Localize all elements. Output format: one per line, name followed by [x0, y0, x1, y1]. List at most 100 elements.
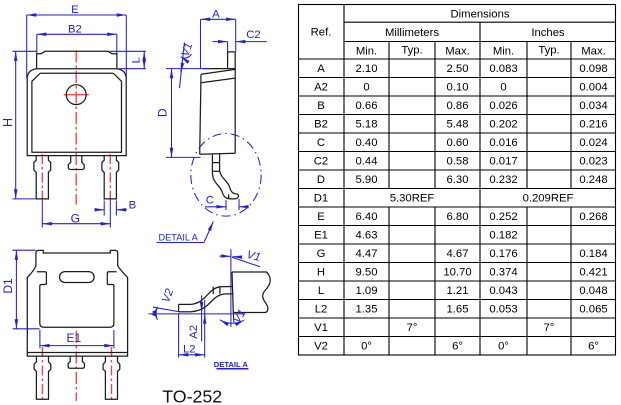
svg-text:0: 0	[363, 82, 369, 94]
svg-text:6°: 6°	[452, 341, 463, 353]
svg-text:D1: D1	[314, 193, 328, 205]
svg-text:0.209REF: 0.209REF	[523, 193, 574, 205]
svg-text:0.374: 0.374	[489, 267, 517, 279]
svg-text:6.80: 6.80	[447, 211, 469, 223]
svg-text:5.48: 5.48	[447, 119, 469, 131]
svg-text:E1: E1	[314, 230, 328, 242]
svg-text:5.90: 5.90	[356, 174, 378, 186]
svg-text:E1: E1	[66, 331, 81, 345]
svg-text:B: B	[317, 100, 325, 112]
svg-text:0.004: 0.004	[579, 82, 607, 94]
svg-text:V1: V1	[314, 322, 328, 334]
svg-text:A2: A2	[314, 82, 328, 94]
svg-text:10.70: 10.70	[443, 267, 471, 279]
svg-text:Inches: Inches	[531, 27, 565, 39]
svg-text:L2: L2	[183, 344, 196, 356]
svg-text:L: L	[131, 57, 143, 63]
svg-text:1.35: 1.35	[356, 304, 378, 316]
svg-text:A2: A2	[188, 325, 200, 339]
svg-text:V1: V1	[179, 41, 195, 58]
svg-text:0.182: 0.182	[489, 230, 517, 242]
svg-text:E: E	[317, 211, 325, 223]
svg-text:0.034: 0.034	[579, 100, 607, 112]
svg-text:0.232: 0.232	[489, 174, 517, 186]
svg-text:V1: V1	[245, 249, 261, 264]
svg-text:D: D	[156, 108, 170, 117]
svg-text:0.016: 0.016	[489, 137, 517, 149]
svg-text:0.023: 0.023	[579, 156, 607, 168]
svg-text:Max.: Max.	[581, 45, 605, 57]
svg-text:2.50: 2.50	[447, 63, 469, 75]
svg-text:0.065: 0.065	[579, 304, 607, 316]
svg-text:0.043: 0.043	[489, 285, 517, 297]
svg-text:G: G	[317, 248, 326, 260]
svg-text:DETAIL A: DETAIL A	[214, 360, 249, 369]
svg-text:7°: 7°	[407, 322, 418, 334]
svg-text:5.30REF: 5.30REF	[390, 193, 435, 205]
svg-text:0.024: 0.024	[579, 137, 607, 149]
svg-text:0.268: 0.268	[579, 211, 607, 223]
svg-text:6°: 6°	[588, 341, 599, 353]
svg-text:TO-252: TO-252	[162, 387, 222, 405]
svg-text:C2: C2	[314, 156, 328, 168]
svg-text:0.10: 0.10	[447, 82, 469, 94]
svg-text:0.083: 0.083	[489, 63, 517, 75]
svg-text:0.048: 0.048	[579, 285, 607, 297]
svg-text:Ref.: Ref.	[311, 27, 332, 39]
svg-text:1.21: 1.21	[447, 285, 469, 297]
svg-text:0.202: 0.202	[489, 119, 517, 131]
svg-text:1.09: 1.09	[356, 285, 378, 297]
svg-text:V2: V2	[314, 341, 328, 353]
svg-text:0.66: 0.66	[356, 100, 378, 112]
svg-text:6.40: 6.40	[356, 211, 378, 223]
svg-text:0.026: 0.026	[489, 100, 517, 112]
svg-text:0.098: 0.098	[579, 63, 607, 75]
svg-text:A: A	[317, 63, 325, 75]
svg-text:D1: D1	[1, 278, 15, 294]
svg-text:9.50: 9.50	[356, 267, 378, 279]
svg-text:Min.: Min.	[493, 45, 514, 57]
svg-text:Typ.: Typ.	[401, 45, 422, 57]
svg-text:7°: 7°	[544, 322, 555, 334]
svg-text:0.86: 0.86	[447, 100, 469, 112]
svg-text:Typ.: Typ.	[538, 45, 559, 57]
svg-text:H: H	[317, 267, 325, 279]
svg-text:1.65: 1.65	[447, 304, 469, 316]
svg-text:DETAIL A: DETAIL A	[159, 233, 199, 243]
svg-text:V2: V2	[160, 287, 176, 305]
svg-text:A: A	[212, 8, 220, 20]
svg-text:B: B	[129, 199, 137, 211]
svg-text:0°: 0°	[498, 341, 509, 353]
svg-text:6.30: 6.30	[447, 174, 469, 186]
svg-text:2.10: 2.10	[356, 63, 378, 75]
svg-text:4.63: 4.63	[356, 230, 378, 242]
svg-text:D: D	[317, 174, 325, 186]
svg-text:B2: B2	[314, 119, 328, 131]
svg-text:L: L	[318, 285, 324, 297]
svg-text:0.60: 0.60	[447, 137, 469, 149]
svg-text:0.176: 0.176	[489, 248, 517, 260]
svg-text:0.017: 0.017	[489, 156, 517, 168]
svg-text:0: 0	[500, 82, 506, 94]
svg-text:0.184: 0.184	[579, 248, 607, 260]
svg-text:C2: C2	[246, 29, 260, 41]
svg-text:H: H	[1, 118, 15, 127]
svg-text:0.40: 0.40	[356, 137, 378, 149]
svg-text:Min.: Min.	[356, 45, 377, 57]
svg-text:4.67: 4.67	[447, 248, 469, 260]
svg-text:0.252: 0.252	[489, 211, 517, 223]
svg-text:0.216: 0.216	[579, 119, 607, 131]
svg-text:L2: L2	[315, 304, 328, 316]
svg-text:0.248: 0.248	[579, 174, 607, 186]
svg-text:Max.: Max.	[445, 45, 469, 57]
svg-text:0.58: 0.58	[447, 156, 469, 168]
svg-text:0.421: 0.421	[579, 267, 607, 279]
svg-text:C: C	[317, 137, 325, 149]
svg-text:C: C	[206, 195, 214, 207]
svg-text:Dimensions: Dimensions	[450, 8, 509, 20]
svg-text:G: G	[71, 212, 80, 226]
svg-text:5.18: 5.18	[356, 119, 378, 131]
svg-text:4.47: 4.47	[356, 248, 378, 260]
svg-text:0.44: 0.44	[356, 156, 378, 168]
svg-text:B2: B2	[68, 24, 82, 36]
